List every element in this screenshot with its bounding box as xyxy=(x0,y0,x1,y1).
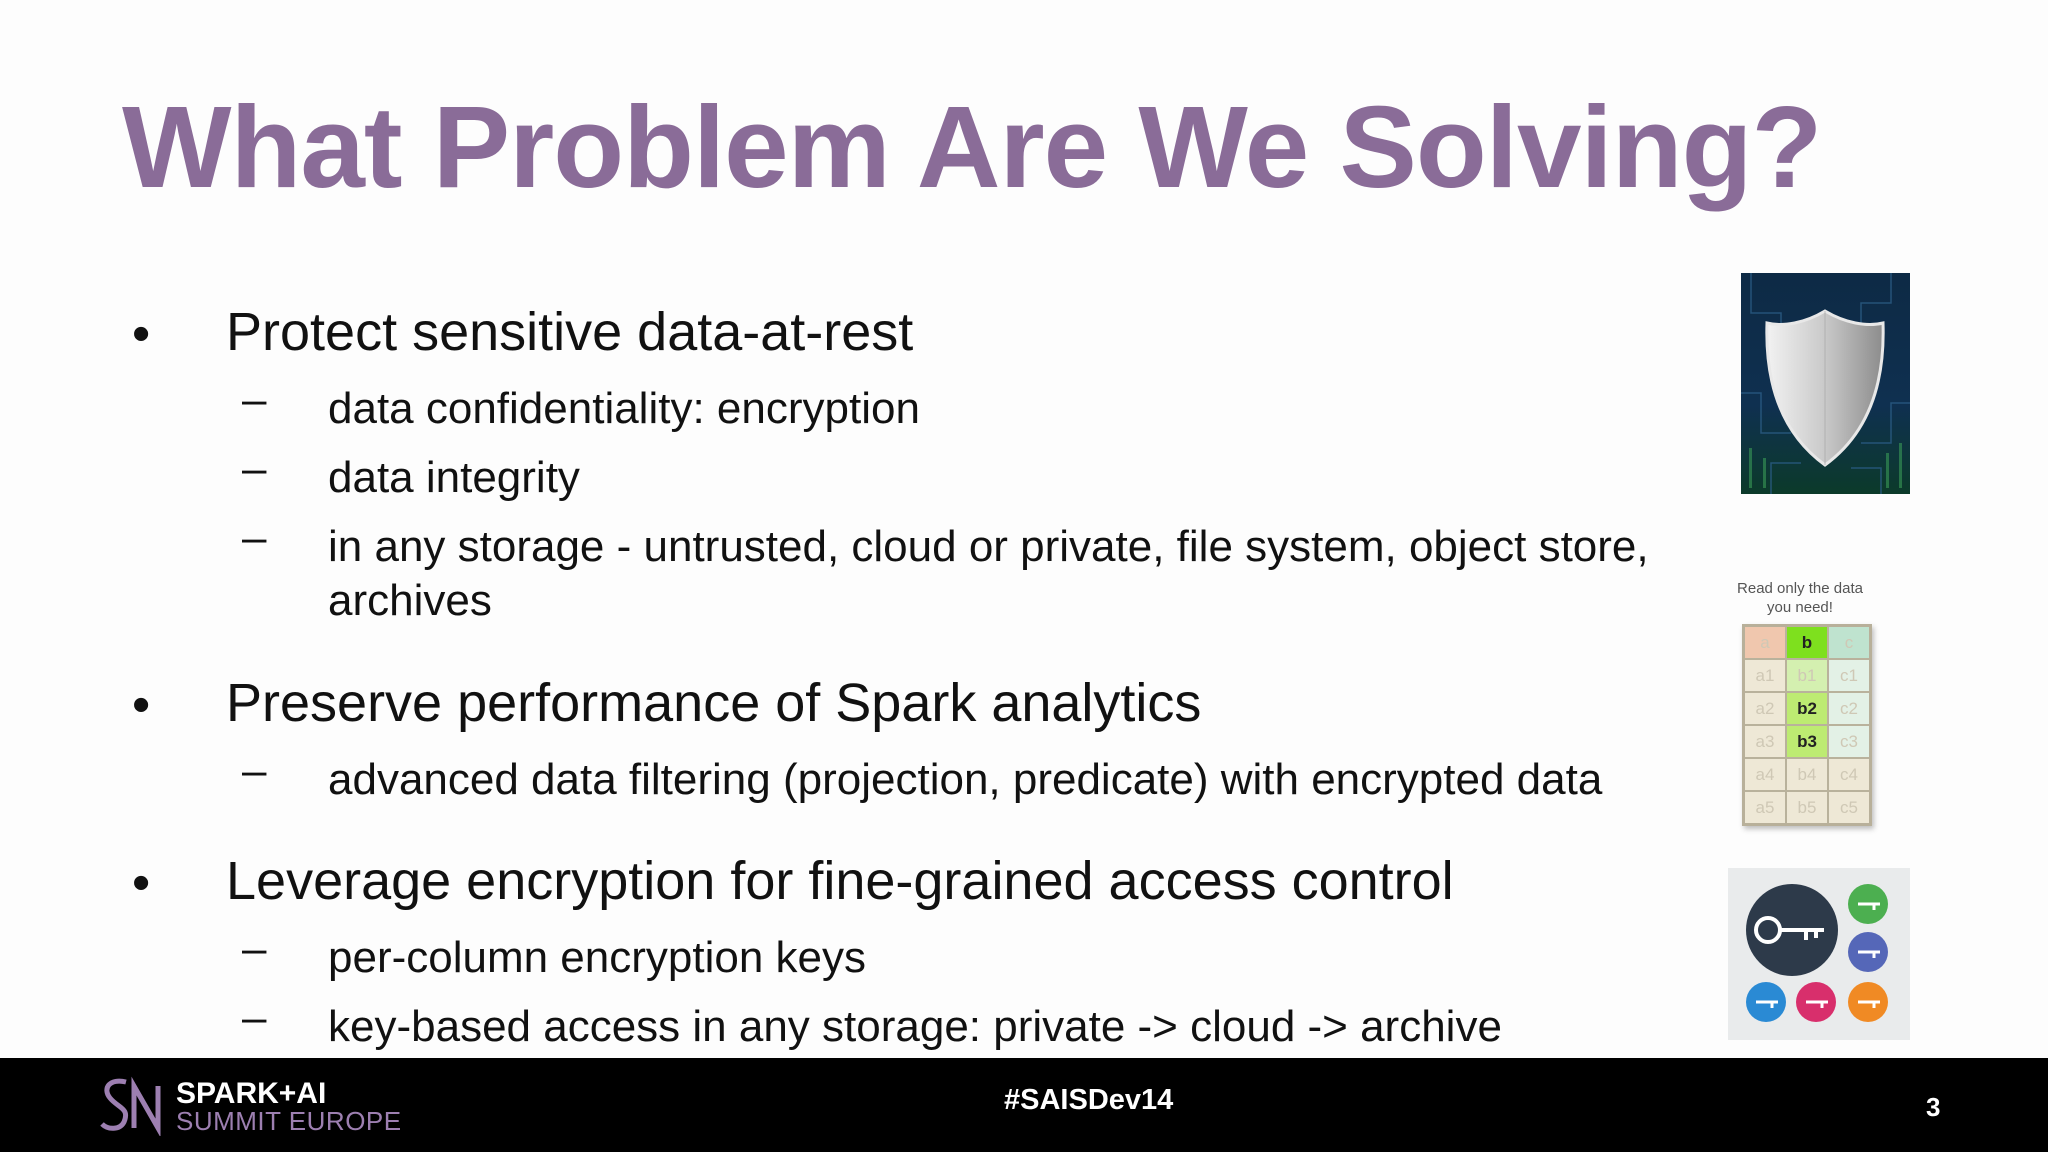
grid-cell: c2 xyxy=(1827,691,1872,726)
sub-text: data integrity xyxy=(328,453,580,502)
grid-cell: c xyxy=(1827,624,1872,660)
sub-dash: – xyxy=(242,444,267,493)
sub-text: data confidentiality: encryption xyxy=(328,384,920,433)
bullet-text: Protect sensitive data-at-rest xyxy=(226,302,914,362)
shield-icon xyxy=(1741,273,1910,494)
sub-dash: – xyxy=(242,513,267,562)
spark-ai-logo-icon xyxy=(100,1076,161,1136)
hashtag: #SAISDev14 xyxy=(1004,1084,1174,1116)
grid-cell: a xyxy=(1742,624,1787,660)
grid-caption: Read only the data you need! xyxy=(1737,580,1863,616)
grid-cell: b5 xyxy=(1785,790,1829,826)
grid-cell: a4 xyxy=(1742,757,1787,792)
column-grid-image: a b c a1 b1 c1 a2 b2 c2 a3 b3 c3 a4 b4 c… xyxy=(1742,624,1872,826)
page-number: 3 xyxy=(1926,1092,1941,1122)
sub-text: per-column encryption keys xyxy=(328,933,867,982)
footer-bar xyxy=(0,1058,2048,1152)
grid-cell: b xyxy=(1785,624,1829,660)
grid-cell: a2 xyxy=(1742,691,1787,726)
grid-cell: a1 xyxy=(1742,658,1787,693)
bullet-dot: • xyxy=(132,305,151,363)
grid-cell: a3 xyxy=(1742,724,1787,759)
sub-dash: – xyxy=(242,993,267,1042)
grid-cell: b4 xyxy=(1785,757,1829,792)
slide: What Problem Are We Solving? • Protect s… xyxy=(122,82,1910,1051)
sub-dash: – xyxy=(242,375,267,424)
sub-dash: – xyxy=(242,746,267,795)
slide-title: What Problem Are We Solving? xyxy=(122,82,1822,212)
grid-cell: c5 xyxy=(1827,790,1872,826)
grid-cell: c3 xyxy=(1827,724,1872,759)
grid-cell: b3 xyxy=(1785,724,1829,759)
bullet-text: Preserve performance of Spark analytics xyxy=(226,673,1202,733)
grid-cell: b2 xyxy=(1785,691,1829,726)
bullet-dot: • xyxy=(132,854,151,912)
grid-cell: c4 xyxy=(1827,757,1872,792)
sub-text: advanced data filtering (projection, pre… xyxy=(328,755,1603,804)
grid-cell: a5 xyxy=(1742,790,1787,826)
sub-text: key-based access in any storage: private… xyxy=(328,1002,1502,1051)
brand-subtitle: SUMMIT EUROPE xyxy=(176,1106,402,1136)
grid-cell: b1 xyxy=(1785,658,1829,693)
keys-icon xyxy=(1728,868,1910,1040)
sub-dash: – xyxy=(242,924,267,973)
bullet-dot: • xyxy=(132,676,151,734)
bullet-text: Leverage encryption for fine-grained acc… xyxy=(226,851,1454,911)
grid-cell: c1 xyxy=(1827,658,1872,693)
brand-name: SPARK+AI xyxy=(176,1077,327,1110)
sub-text: in any storage - untrusted, cloud or pri… xyxy=(328,522,1649,625)
